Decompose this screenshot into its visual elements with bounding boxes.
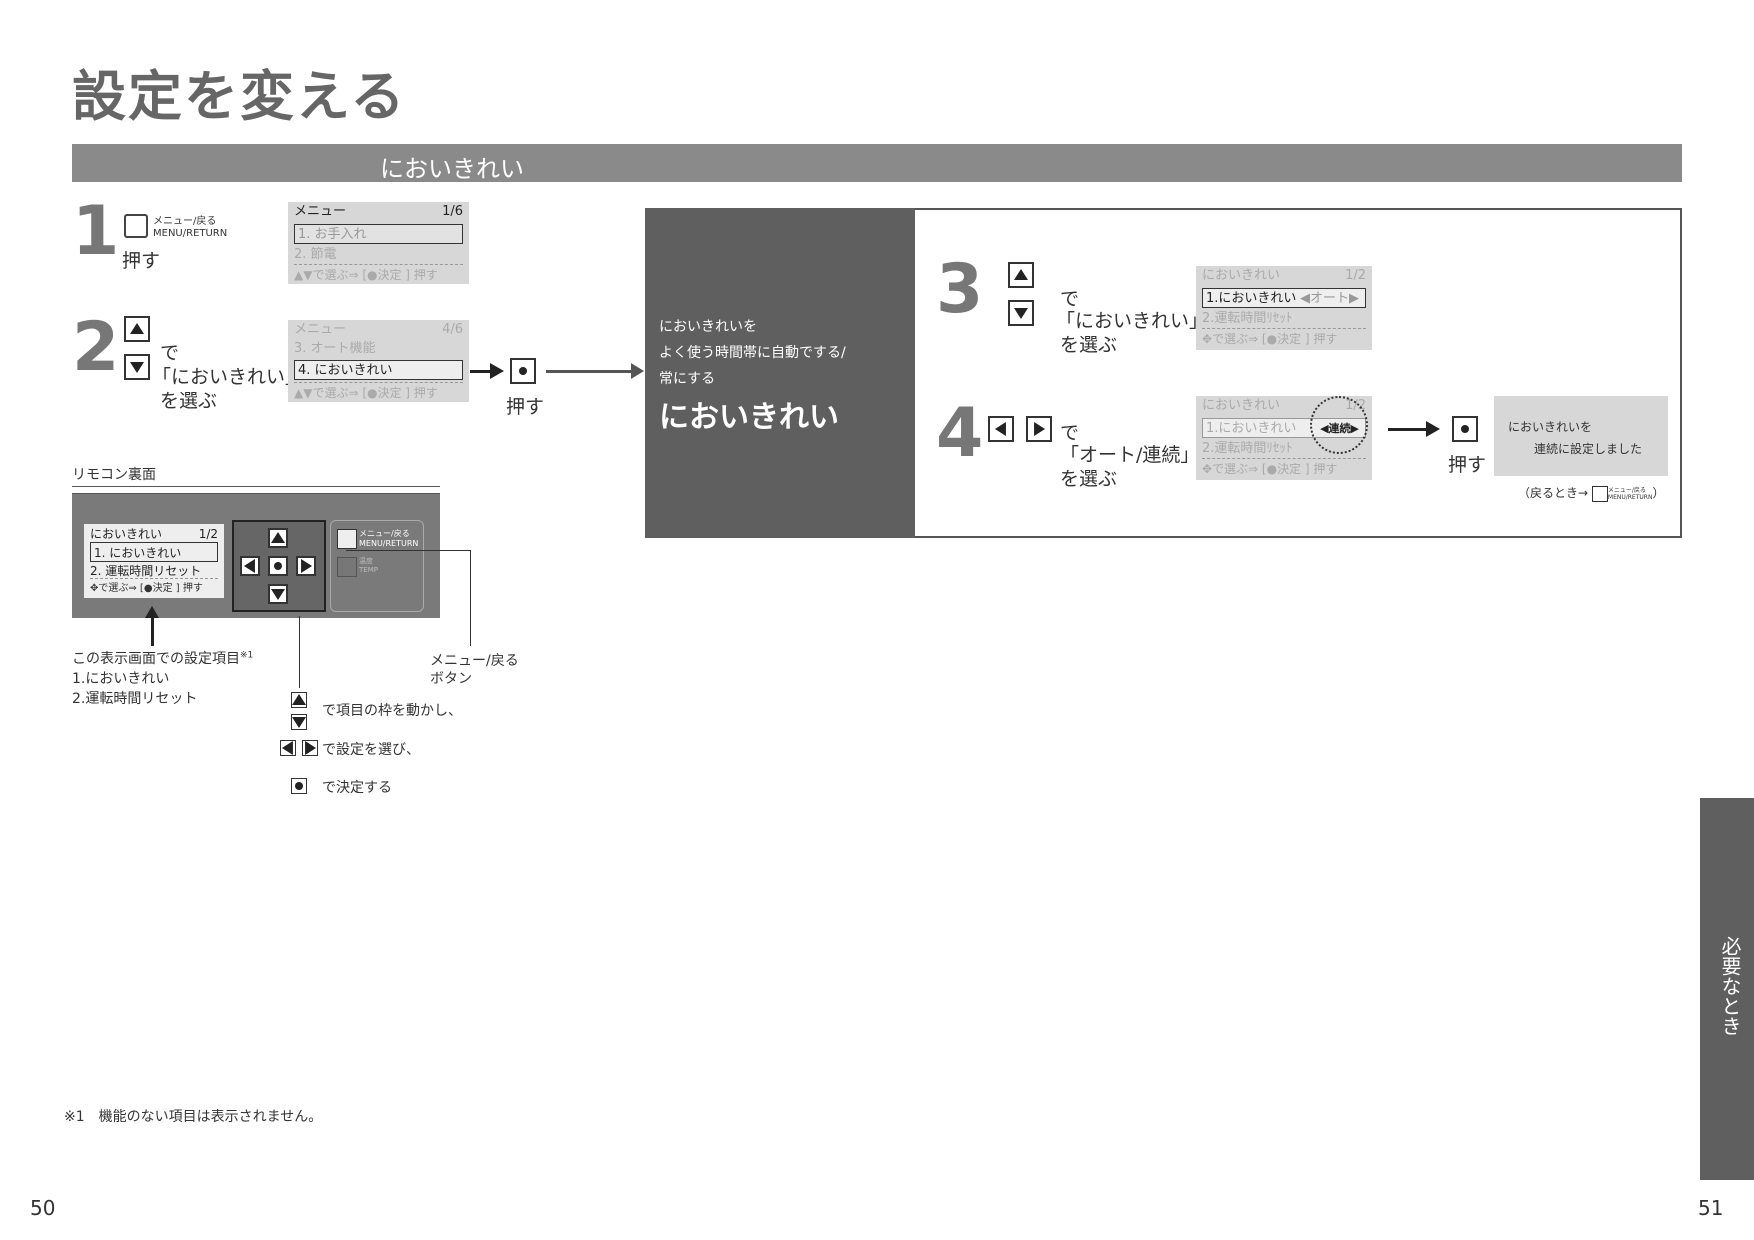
result-line1: においきれいを [1508, 420, 1593, 434]
step-4-action: 押す [1448, 454, 1487, 476]
step-4-text2: 「オート/連続」 [1060, 444, 1200, 466]
step-4-right-icon [1026, 416, 1052, 442]
side-tab[interactable]: 必要なとき [1700, 798, 1754, 1180]
caption-item-2: 2.運転時間リセット [72, 691, 198, 707]
step-2-text3: を選ぶ [160, 390, 218, 412]
menu-return-button-icon [124, 214, 148, 238]
section-title: においきれい [380, 155, 524, 183]
remote-left-button[interactable] [240, 556, 260, 576]
legend-right-icon [302, 740, 318, 756]
remote-dpad [232, 520, 326, 612]
dark-panel-line3: 常にする [659, 371, 716, 387]
remote-top-edge [72, 486, 440, 494]
highlight-circle [1310, 396, 1368, 454]
remote-right-button[interactable] [296, 556, 316, 576]
result-display: においきれいを 連続に設定しました [1494, 396, 1668, 476]
step-2-text1: で [160, 342, 180, 364]
legend-up-icon [291, 692, 307, 708]
callout-arrowhead [145, 606, 159, 618]
dark-panel-line2: よく使う時間帯に自動でする/ [659, 345, 846, 361]
step-3-text1: で [1060, 288, 1080, 310]
step-1-action: 押す [122, 250, 161, 272]
to-panel-arrow [546, 363, 644, 379]
legend-left-icon [280, 740, 296, 756]
step-2-text2: 「においきれい」 [152, 366, 305, 388]
step-3-text2: 「においきれい」 [1056, 310, 1209, 332]
step-3-down-icon [1008, 300, 1034, 326]
menu-callout-v [470, 550, 471, 646]
callout-line [151, 616, 154, 646]
dpad-callout-v [299, 616, 300, 688]
side-tab-label: 必要なとき [1718, 936, 1742, 1036]
step-3-up-icon [1008, 262, 1034, 288]
up-arrow-icon [124, 316, 150, 342]
legend-1: で項目の枠を動かし、 [322, 703, 462, 719]
legend-3: で決定する [322, 780, 392, 796]
step-4-enter-icon [1452, 416, 1478, 442]
step-4-arrow [1388, 421, 1440, 437]
step-4-left-icon [988, 416, 1014, 442]
enter-button-icon [510, 358, 536, 384]
dark-panel-line1: においきれいを [659, 319, 757, 335]
menu-caption-1: メニュー/戻る [430, 653, 519, 669]
step-2-number: 2 [72, 308, 120, 387]
down-arrow-icon [124, 354, 150, 380]
legend-2: で設定を選び、 [322, 742, 420, 758]
legend-down-icon [291, 714, 307, 730]
remote-temp-button[interactable] [337, 557, 357, 577]
menu-caption-2: ボタン [430, 671, 472, 687]
section-header: においきれい [72, 144, 1682, 183]
remote-up-button[interactable] [268, 528, 288, 548]
remote-enter-button[interactable] [268, 556, 288, 576]
caption-item-1: 1.においきれい [72, 671, 170, 687]
step-4-number: 4 [936, 394, 984, 473]
step-3-number: 3 [936, 250, 984, 329]
step-1-number: 1 [72, 192, 120, 271]
step-3-text3: を選ぶ [1060, 334, 1118, 356]
step-4-text3: を選ぶ [1060, 468, 1118, 490]
page-number-left: 50 [30, 1196, 56, 1220]
result-line2: 連続に設定しました [1534, 442, 1643, 456]
caption-title: この表示画面での設定項目※1 [72, 650, 254, 667]
step-4-text1: で [1060, 422, 1080, 444]
dark-panel-title: においきれい [659, 400, 839, 435]
footnote: ※1 機能のない項目は表示されません。 [64, 1109, 323, 1125]
return-button-icon [1591, 485, 1608, 502]
remote-menu-button[interactable] [337, 529, 357, 549]
dark-panel: においきれいを よく使う時間帯に自動でする/ 常にする においきれい [645, 208, 915, 538]
remote-down-button[interactable] [268, 584, 288, 604]
legend-enter-icon [291, 778, 307, 794]
page-number-right: 51 [1698, 1196, 1724, 1220]
page-title: 設定を変える [72, 65, 407, 128]
step-2-arrow [470, 363, 504, 379]
remote-label: リモコン裏面 [72, 467, 156, 483]
step-2-action: 押す [506, 396, 545, 418]
menu-callout-h [346, 550, 470, 551]
